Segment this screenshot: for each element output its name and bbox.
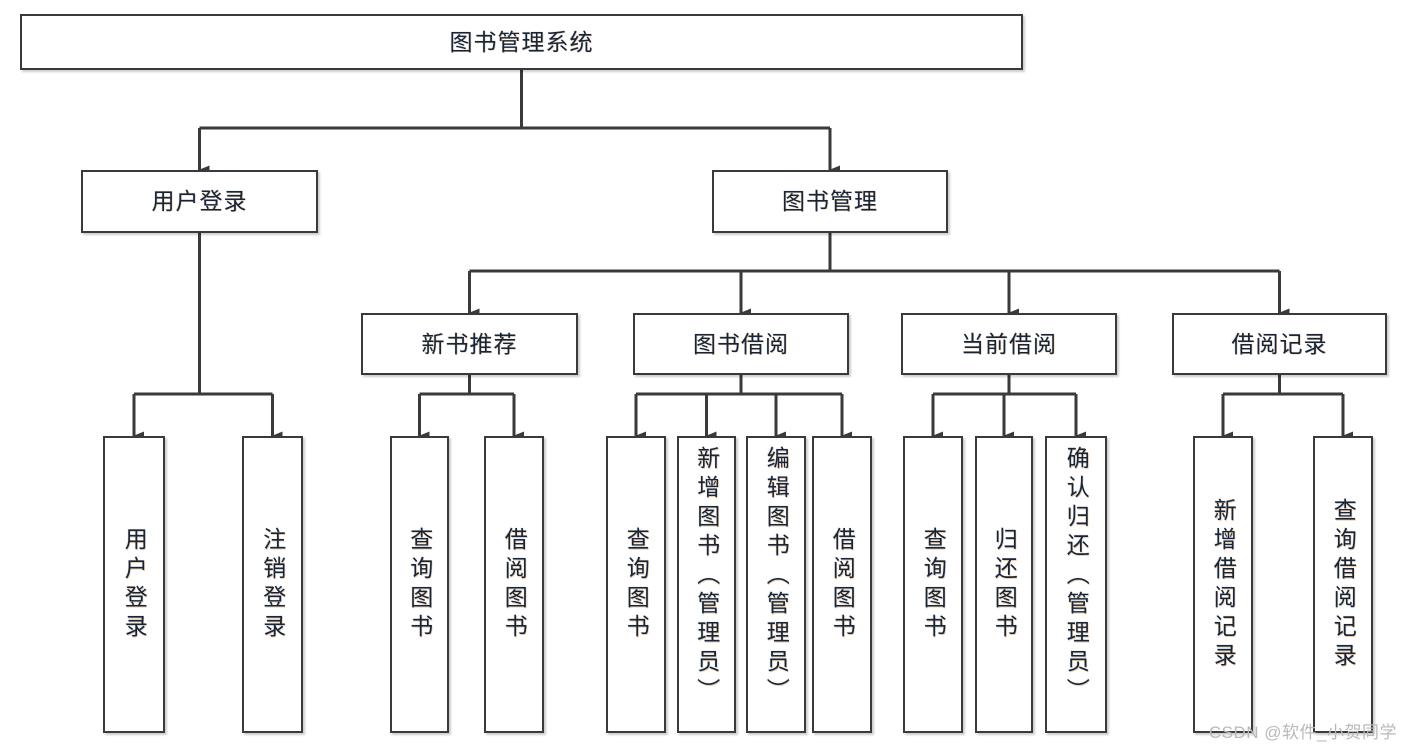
node-label-leaf-query-book-3: 查询图书 — [920, 526, 947, 643]
node-label-book-manage: 图书管理 — [782, 188, 878, 215]
node-label-root: 图书管理系统 — [449, 28, 594, 55]
node-leaf-query-borrow-record[interactable]: 查询借阅记录 — [1313, 436, 1373, 733]
connector-group — [132, 70, 1353, 441]
node-new-book-recommend[interactable]: 新书推荐 — [361, 313, 578, 375]
node-label-leaf-add-book: 新增图书（管理员） — [693, 446, 720, 707]
node-label-leaf-logout-login: 注销登录 — [259, 526, 286, 643]
node-leaf-query-book-2[interactable]: 查询图书 — [606, 436, 666, 733]
node-leaf-edit-book[interactable]: 编辑图书（管理员） — [746, 436, 806, 733]
node-label-leaf-edit-book: 编辑图书（管理员） — [763, 446, 790, 707]
node-label-leaf-add-borrow-record: 新增借阅记录 — [1210, 497, 1237, 672]
node-leaf-query-book-3[interactable]: 查询图书 — [903, 436, 963, 733]
node-leaf-add-borrow-record[interactable]: 新增借阅记录 — [1193, 436, 1253, 733]
node-label-new-book-recommend: 新书推荐 — [421, 330, 518, 357]
node-current-borrow[interactable]: 当前借阅 — [901, 313, 1117, 375]
node-user-login[interactable]: 用户登录 — [81, 170, 318, 233]
node-label-book-borrow: 图书借阅 — [693, 330, 789, 357]
node-label-leaf-return-book: 归还图书 — [991, 526, 1018, 643]
node-label-leaf-borrow-book-2: 借阅图书 — [829, 526, 856, 643]
node-borrow-record[interactable]: 借阅记录 — [1172, 313, 1387, 375]
node-label-current-borrow: 当前借阅 — [961, 330, 1057, 357]
node-leaf-return-book[interactable]: 归还图书 — [975, 436, 1033, 733]
node-book-manage[interactable]: 图书管理 — [712, 170, 948, 233]
node-leaf-add-book[interactable]: 新增图书（管理员） — [677, 436, 736, 733]
node-label-leaf-query-book-1: 查询图书 — [406, 526, 433, 643]
node-leaf-logout-login[interactable]: 注销登录 — [242, 436, 303, 733]
node-leaf-borrow-book-1[interactable]: 借阅图书 — [484, 436, 544, 733]
node-root[interactable]: 图书管理系统 — [20, 14, 1023, 70]
node-label-user-login: 用户登录 — [151, 188, 248, 215]
node-leaf-user-login[interactable]: 用户登录 — [103, 436, 165, 733]
node-label-leaf-user-login: 用户登录 — [121, 526, 148, 643]
node-leaf-borrow-book-2[interactable]: 借阅图书 — [812, 436, 872, 733]
node-label-borrow-record: 借阅记录 — [1231, 330, 1328, 357]
node-label-leaf-query-book-2: 查询图书 — [623, 526, 650, 643]
watermark-label: CSDN @软件_小贺同学 — [1208, 723, 1397, 742]
node-book-borrow[interactable]: 图书借阅 — [633, 313, 849, 375]
node-label-leaf-confirm-return: 确认归还（管理员） — [1063, 446, 1090, 707]
node-leaf-confirm-return[interactable]: 确认归还（管理员） — [1045, 436, 1107, 733]
node-label-leaf-borrow-book-1: 借阅图书 — [501, 526, 528, 643]
node-label-leaf-query-borrow-record: 查询借阅记录 — [1330, 497, 1357, 672]
node-leaf-query-book-1[interactable]: 查询图书 — [390, 436, 449, 733]
